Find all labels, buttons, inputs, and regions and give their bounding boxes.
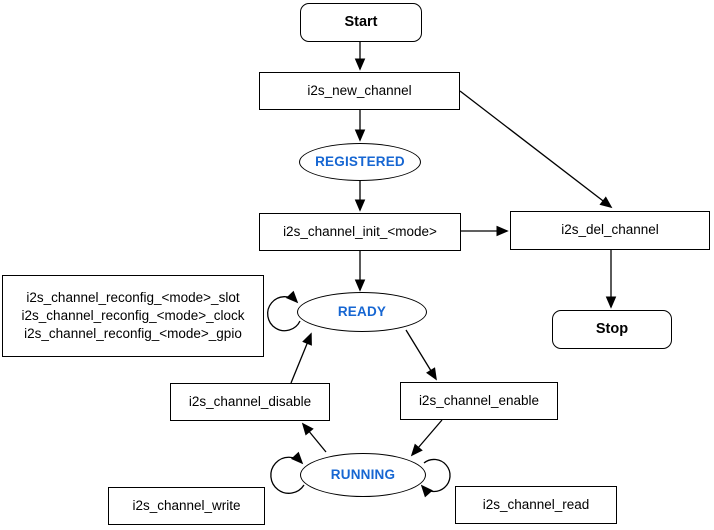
node-i2s-channel-write: i2s_channel_write [108,487,265,525]
node-i2s-new-channel-label: i2s_new_channel [307,82,412,98]
node-i2s-channel-read: i2s_channel_read [455,486,617,524]
node-i2s-new-channel: i2s_new_channel [259,72,460,110]
state-ready: READY [297,292,427,332]
node-i2s-channel-reconfig: i2s_channel_reconfig_<mode>_slot i2s_cha… [2,275,264,357]
edge-new-channel-to-del-channel [459,90,613,209]
reconfig-line-slot: i2s_channel_reconfig_<mode>_slot [26,290,240,305]
self-loop-ready-reconfig [267,290,301,332]
node-i2s-del-channel: i2s_del_channel [510,211,710,250]
reconfig-line-gpio: i2s_channel_reconfig_<mode>_gpio [24,326,242,341]
state-ready-label: READY [337,303,387,319]
node-i2s-channel-enable: i2s_channel_enable [400,382,558,420]
node-i2s-channel-write-label: i2s_channel_write [132,497,241,513]
reconfig-line-clock: i2s_channel_reconfig_<mode>_clock [21,308,245,323]
node-stop-label: Stop [595,321,629,338]
node-i2s-channel-init-label: i2s_channel_init_<mode> [283,223,437,239]
node-start-label: Start [344,14,378,31]
self-loop-running-write [270,451,305,494]
edge-disable-to-ready [290,332,312,384]
state-registered-label: REGISTERED [315,153,405,169]
edge-running-to-disable [301,422,327,453]
node-i2s-channel-read-label: i2s_channel_read [482,496,590,512]
state-running: RUNNING [300,453,426,497]
edge-ready-to-enable [405,329,437,381]
node-i2s-channel-disable: i2s_channel_disable [170,383,330,421]
state-running-label: RUNNING [330,466,396,482]
node-stop: Stop [552,310,672,349]
node-i2s-channel-init: i2s_channel_init_<mode> [259,213,461,251]
state-registered: REGISTERED [299,143,421,181]
self-loop-running-read [420,458,451,498]
node-start: Start [300,3,422,42]
edge-enable-to-running [410,419,443,457]
node-i2s-channel-disable-label: i2s_channel_disable [188,393,312,409]
node-i2s-channel-enable-label: i2s_channel_enable [418,392,540,408]
node-i2s-del-channel-label: i2s_del_channel [561,222,659,238]
